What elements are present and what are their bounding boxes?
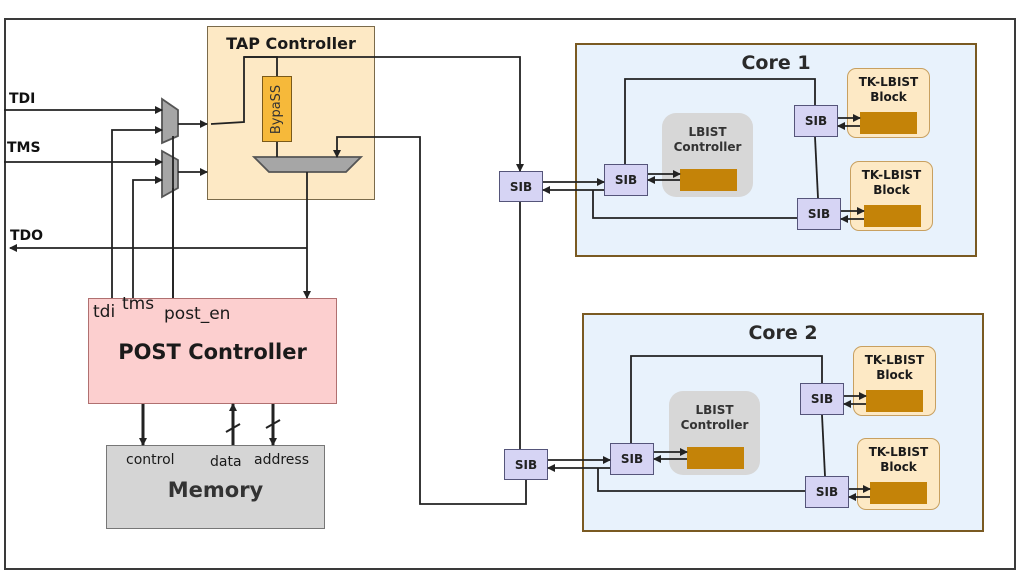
- post-pin-tms: tms: [122, 294, 155, 314]
- core-2-lbist-label: LBIST Controller: [669, 403, 760, 433]
- core-1-chain-top: [624, 78, 816, 164]
- core-2-lbist-line2: Controller: [680, 418, 749, 432]
- core-1-sib-tk-2: SIB: [797, 198, 841, 230]
- core-1-tk-1-label: TK-LBIST Block: [847, 75, 930, 105]
- core-2-chain-top: [630, 355, 823, 443]
- core-2-chain-return: [597, 468, 805, 492]
- core-1-chain-mid: [814, 136, 819, 199]
- tdi-mux: [161, 97, 179, 145]
- memory-title: Memory: [167, 478, 264, 502]
- address-bus-slash: [265, 419, 281, 429]
- post-tdi-feedback: [111, 126, 163, 298]
- core-1-tk-2-line2: Block: [873, 183, 910, 197]
- core-2-sib-tk-1: SIB: [800, 383, 844, 415]
- core-2-lbist-register: [687, 447, 744, 469]
- scan-return: [333, 136, 527, 505]
- core-2-tk-2-line2: Block: [880, 460, 917, 474]
- tdi-port-label: TDI: [9, 91, 36, 107]
- memory-pin-data: data: [210, 454, 242, 470]
- outer-frame: [4, 18, 1016, 570]
- data-bus-slash: [225, 423, 241, 433]
- tap-to-sib-top-1: [244, 56, 524, 172]
- core-1-chain-return: [592, 190, 797, 219]
- core-1-tk-1-register: [860, 112, 917, 134]
- tdo-mux: [251, 156, 364, 173]
- core-2-tk-1-line1: TK-LBIST: [864, 353, 925, 367]
- core-2-sib-tk-2: SIB: [805, 476, 849, 508]
- core-1-lbist-line2: Controller: [673, 140, 742, 154]
- core-1-tk-2-register: [864, 205, 921, 227]
- post-pin-post-en: post_en: [164, 304, 231, 324]
- core-1-lbist-line1: LBIST: [688, 125, 727, 139]
- core-1-lbist-register: [680, 169, 737, 191]
- post-controller: [88, 298, 337, 404]
- core-2-tk-2-register: [870, 482, 927, 504]
- tms-port-label: TMS: [7, 140, 41, 156]
- memory-pin-address: address: [254, 452, 310, 468]
- core-1-title: Core 1: [741, 52, 811, 74]
- memory-block: [106, 445, 325, 529]
- core-1-lbist-label: LBIST Controller: [662, 125, 753, 155]
- core-2-lbist-line1: LBIST: [695, 403, 734, 417]
- core-2-title: Core 2: [748, 322, 818, 344]
- sib-top-level-1: SIB: [499, 171, 543, 202]
- core-1-tk-2-line1: TK-LBIST: [861, 168, 922, 182]
- core-1-sib-tk-1: SIB: [794, 105, 838, 137]
- tap-controller-title: TAP Controller: [226, 34, 356, 53]
- post-pin-tdi: tdi: [93, 302, 116, 322]
- core-1-tk-1-line2: Block: [870, 90, 907, 104]
- core-1-tk-1-line1: TK-LBIST: [858, 75, 919, 89]
- post-tms-feedback: [132, 176, 163, 298]
- core-2-tk-1-register: [866, 390, 923, 412]
- core-2-sib-lbist: SIB: [610, 443, 654, 475]
- core-2-chain-mid: [821, 414, 826, 477]
- post-controller-title: POST Controller: [118, 340, 307, 364]
- core-1-tk-2-label: TK-LBIST Block: [850, 168, 933, 198]
- tap-tdi-route: [210, 56, 278, 125]
- core-2-tk-1-label: TK-LBIST Block: [853, 353, 936, 383]
- core-2-tk-2-line1: TK-LBIST: [868, 445, 929, 459]
- tms-mux: [161, 149, 179, 199]
- tdo-port-label: TDO: [10, 228, 44, 244]
- memory-pin-control: control: [126, 452, 175, 468]
- core-2-tk-1-line2: Block: [876, 368, 913, 382]
- bypass-register: [262, 76, 292, 142]
- core-2-tk-2-label: TK-LBIST Block: [857, 445, 940, 475]
